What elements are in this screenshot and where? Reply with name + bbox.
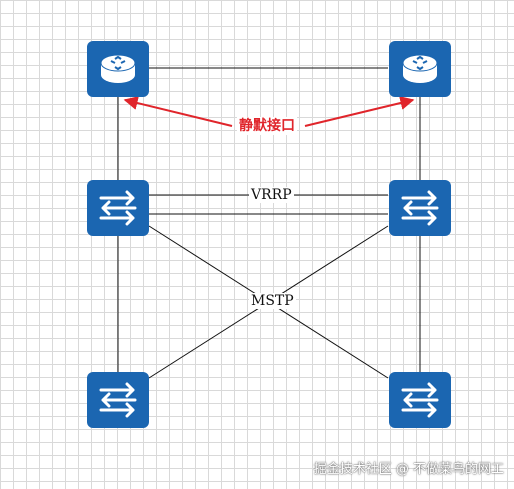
router-top-left [87, 41, 149, 97]
router-icon [402, 54, 438, 83]
switch-mid-right [389, 180, 451, 236]
static-interface-label: 静默接口 [237, 117, 297, 135]
switch-bottom-right [389, 372, 451, 428]
static-arrow-right [304, 96, 415, 127]
switch-mid-left [87, 180, 149, 236]
router-top-right [389, 41, 451, 97]
router-icon [100, 54, 136, 83]
mstp-label: MSTP [249, 293, 296, 309]
switch-icon [401, 382, 439, 418]
switch-icon [99, 382, 137, 418]
switch-bottom-left [87, 372, 149, 428]
vrrp-label: VRRP [249, 187, 294, 203]
switch-icon [401, 190, 439, 226]
watermark: 掘金技术社区 @ 不做菜鸟的网工 [313, 462, 504, 477]
static-arrow-left [123, 96, 233, 127]
switch-icon [99, 190, 137, 226]
